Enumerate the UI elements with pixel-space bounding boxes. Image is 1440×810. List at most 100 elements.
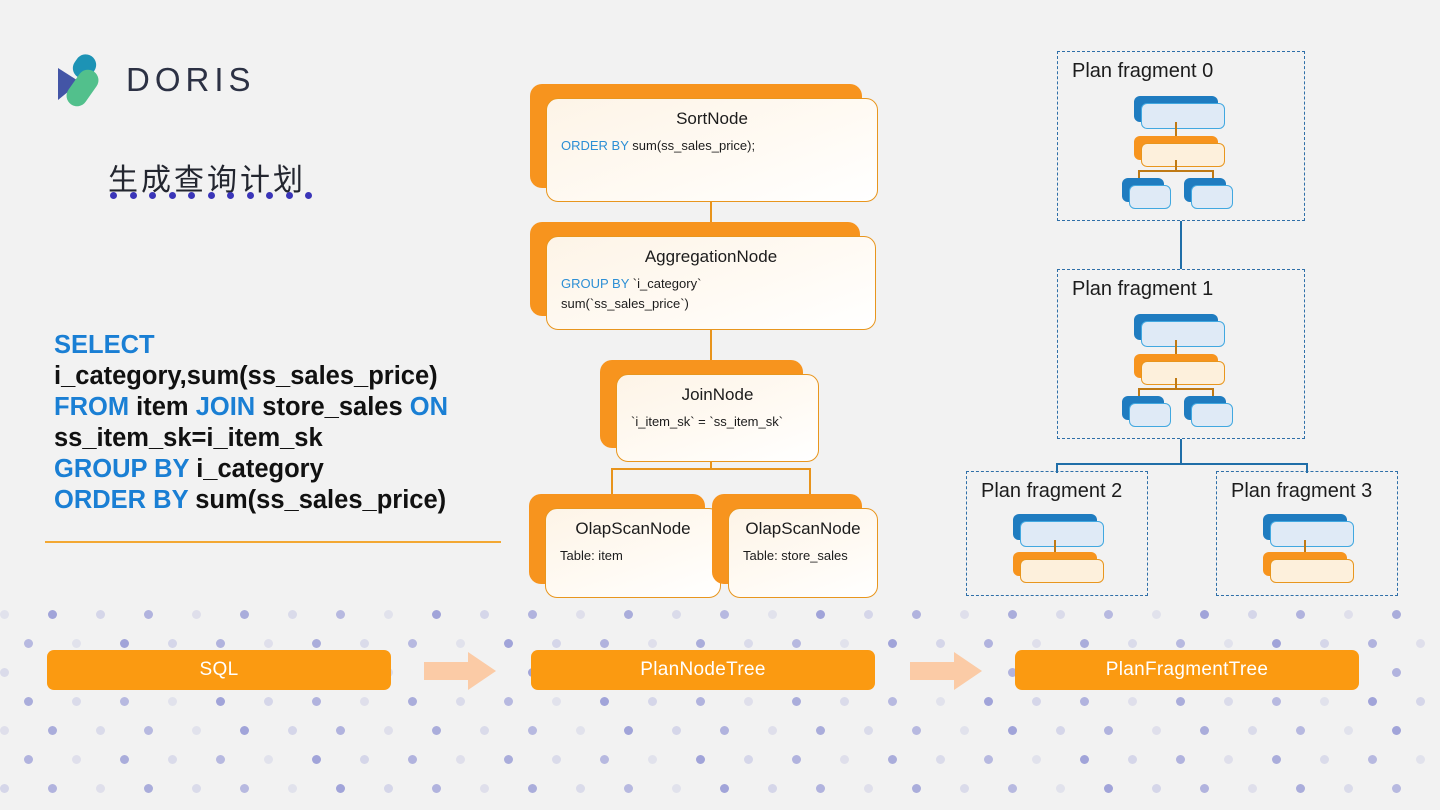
sql-query-text: SELECT i_category,sum(ss_sales_price)FRO… [54, 330, 524, 516]
background-dot [768, 726, 777, 735]
plan-fragment-1-connector-right [1212, 388, 1214, 396]
title-underline-dot [110, 192, 117, 199]
plan-fragment-0-connector-right [1212, 170, 1214, 178]
background-dot [720, 610, 729, 619]
background-dot [480, 784, 489, 793]
sql-line: ss_item_sk=i_item_sk [54, 423, 524, 454]
background-dot [192, 610, 201, 619]
plan-fragment-1-aggregation-box[interactable] [1134, 354, 1225, 385]
background-dot [0, 610, 9, 619]
background-dot [312, 755, 321, 764]
doris-logo-icon [52, 52, 108, 108]
sql-text: Table: store_sales [743, 548, 848, 563]
plan-fragment-1-scan-box-right-card [1191, 403, 1233, 427]
background-dot [1056, 784, 1065, 793]
plan-fragment-2-label: Plan fragment 2 [981, 480, 1123, 502]
sql-line: ORDER BY sum(ss_sales_price) [54, 485, 524, 516]
background-dot [552, 639, 561, 648]
background-dot [624, 784, 633, 793]
plan-fragment-0-connector-top [1175, 122, 1177, 136]
background-dot [1152, 726, 1161, 735]
plan-fragment-1-scan-box-left-card [1129, 403, 1171, 427]
background-dot [1272, 755, 1281, 764]
background-dot [1128, 697, 1137, 706]
background-dot [24, 639, 33, 648]
background-dot [480, 726, 489, 735]
background-dot [288, 726, 297, 735]
background-dot [168, 697, 177, 706]
background-dot [432, 726, 441, 735]
plan-fragment-3-scan-box-card [1270, 559, 1354, 583]
background-dot [264, 755, 273, 764]
plan-fragment-0-sort-box[interactable] [1134, 96, 1225, 129]
background-dot [912, 784, 921, 793]
background-dot [72, 755, 81, 764]
sql-text: sum(ss_sales_price) [188, 486, 447, 514]
plan-fragment-1-scan-box-left[interactable] [1122, 396, 1171, 427]
background-dot [576, 726, 585, 735]
background-dot [1392, 784, 1401, 793]
plan-fragment-3-scan-box[interactable] [1263, 552, 1354, 583]
plan-fragment-2[interactable]: Plan fragment 2 [966, 471, 1148, 596]
sql-text: item [129, 393, 196, 421]
plan-fragment-0-scan-box-left[interactable] [1122, 178, 1171, 209]
background-dot [408, 697, 417, 706]
plan-fragment-2-exchange-box[interactable] [1013, 514, 1104, 547]
background-dot [456, 639, 465, 648]
plan-fragment-0-connector-left [1138, 170, 1140, 178]
stage-plannodetree[interactable]: PlanNodeTree [531, 650, 875, 690]
connector-branch-right [809, 468, 811, 496]
join-node[interactable]: JoinNode`i_item_sk` = `ss_item_sk` [600, 360, 819, 462]
background-dot [960, 726, 969, 735]
plan-fragment-0-aggregation-box[interactable] [1134, 136, 1225, 167]
sql-text: ss_item_sk=i_item_sk [54, 424, 323, 452]
brand-logo: DORIS [52, 52, 256, 108]
background-dot [1080, 697, 1089, 706]
sql-keyword: ORDER BY [54, 486, 189, 514]
background-dot [360, 755, 369, 764]
plan-fragment-1-connector-mid [1175, 378, 1177, 388]
connector-fragment0-to-fragment1 [1180, 221, 1182, 269]
background-dot [1104, 610, 1113, 619]
plan-fragment-tree: Plan fragment 0 Plan fragment 1 Plan fragm… [966, 51, 1398, 596]
connector-fragment-branch-bar [1056, 463, 1308, 465]
sql-text: sum(ss_sales_price); [628, 138, 756, 153]
background-dot [672, 610, 681, 619]
sql-text: `i_category` [629, 276, 702, 291]
background-dot [336, 726, 345, 735]
background-dot [744, 639, 753, 648]
plan-fragment-1[interactable]: Plan fragment 1 [1057, 269, 1305, 439]
background-dot [1416, 639, 1425, 648]
background-dot [840, 755, 849, 764]
background-dot [744, 697, 753, 706]
plan-fragment-2-scan-box[interactable] [1013, 552, 1104, 583]
background-dot [600, 697, 609, 706]
background-dot [648, 639, 657, 648]
background-dot [1296, 610, 1305, 619]
background-dot [504, 639, 513, 648]
background-dot [1200, 726, 1209, 735]
plan-fragment-1-sort-box[interactable] [1134, 314, 1225, 347]
plan-fragment-0-scan-box-right[interactable] [1184, 178, 1233, 209]
stage-sql[interactable]: SQL [47, 650, 391, 690]
title-underline-dot [305, 192, 312, 199]
plan-fragment-0[interactable]: Plan fragment 0 [1057, 51, 1305, 221]
plan-fragment-1-scan-box-right[interactable] [1184, 396, 1233, 427]
plan-fragment-3-exchange-box[interactable] [1263, 514, 1354, 547]
background-dot [1344, 726, 1353, 735]
background-dot [1128, 639, 1137, 648]
sql-text: `i_item_sk` = `ss_item_sk` [631, 414, 784, 429]
stage-planfragmenttree[interactable]: PlanFragmentTree [1015, 650, 1359, 690]
background-dot [72, 697, 81, 706]
background-dot [240, 726, 249, 735]
background-dot [24, 755, 33, 764]
background-dot [528, 726, 537, 735]
background-dot [288, 784, 297, 793]
connector-scan-branch-bar [611, 468, 811, 470]
plan-fragment-3[interactable]: Plan fragment 3 [1216, 471, 1398, 596]
